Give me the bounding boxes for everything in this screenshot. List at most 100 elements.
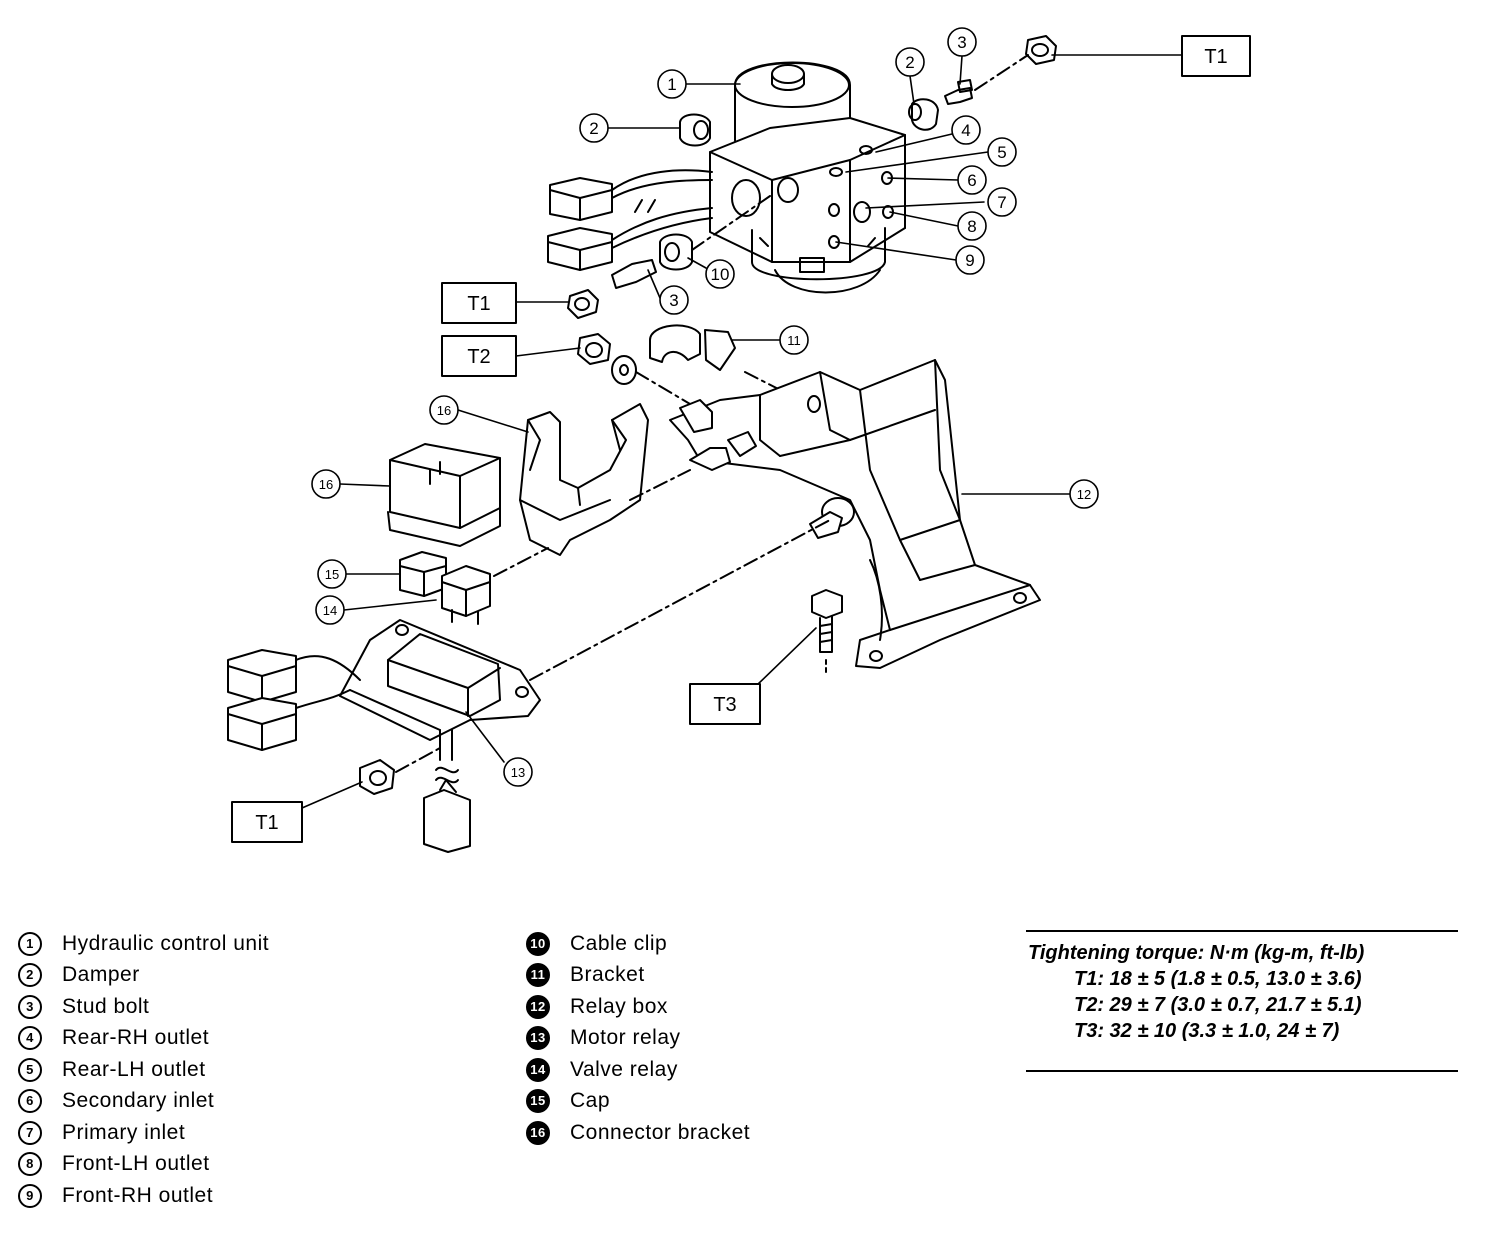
callout-1: 1 bbox=[657, 69, 687, 99]
stud-bracket-lower bbox=[809, 497, 855, 539]
legend-number: 13 bbox=[526, 1026, 550, 1051]
legend-number: 2 bbox=[18, 963, 42, 988]
nut-t1-bottom bbox=[359, 759, 395, 795]
svg-text:11: 11 bbox=[787, 333, 801, 348]
callout-2-top-right: 2 bbox=[895, 47, 925, 77]
callout-7: 7 bbox=[987, 187, 1017, 217]
torque-t3: T3: 32 ± 10 (3.3 ± 1.0, 24 ± 7) bbox=[1074, 1020, 1340, 1042]
legend-number: 10 bbox=[526, 931, 550, 956]
callout-8: 8 bbox=[957, 211, 987, 241]
svg-text:7: 7 bbox=[997, 193, 1006, 212]
legend-label: Secondary inlet bbox=[62, 1089, 215, 1113]
hydraulic-control-unit bbox=[709, 61, 906, 294]
callout-3-top: 3 bbox=[947, 27, 977, 57]
legend-number: 3 bbox=[18, 994, 42, 1019]
torque-title: Tightening torque: N·m (kg-m, ft-lb) bbox=[1028, 942, 1365, 964]
callout-5: 5 bbox=[987, 137, 1017, 167]
relay-box-connectors bbox=[227, 649, 361, 751]
legend-item: 13 Motor relay bbox=[526, 1023, 750, 1055]
washer bbox=[611, 355, 637, 385]
torque-tag-t1-middle: T1 bbox=[441, 282, 517, 324]
nut-t1-middle bbox=[567, 289, 599, 319]
legend-label: Cable clip bbox=[570, 931, 668, 955]
legend-number: 16 bbox=[526, 1120, 550, 1145]
svg-text:2: 2 bbox=[905, 53, 914, 72]
svg-text:12: 12 bbox=[1077, 487, 1091, 502]
callout-3-middle: 3 bbox=[659, 285, 689, 315]
legend-item: 11 Bracket bbox=[526, 960, 750, 992]
svg-text:3: 3 bbox=[669, 291, 678, 310]
callout-15: 16 bbox=[311, 469, 341, 499]
legend-number: 9 bbox=[18, 1183, 42, 1208]
svg-text:3: 3 bbox=[957, 33, 966, 52]
svg-text:10: 10 bbox=[711, 265, 730, 284]
bracket bbox=[669, 359, 1041, 669]
legend-number: 1 bbox=[18, 931, 42, 956]
legend-label: Relay box bbox=[570, 994, 668, 1018]
svg-text:6: 6 bbox=[967, 171, 976, 190]
legend-number: 5 bbox=[18, 1057, 42, 1082]
svg-text:5: 5 bbox=[997, 143, 1006, 162]
legend-label: Bracket bbox=[570, 963, 645, 987]
svg-text:2: 2 bbox=[589, 119, 598, 138]
legend-number: 4 bbox=[18, 1026, 42, 1051]
legend-label: Rear-LH outlet bbox=[62, 1057, 206, 1081]
svg-text:9: 9 bbox=[965, 251, 974, 270]
callout-13: 14 bbox=[315, 595, 345, 625]
connector-bracket bbox=[519, 403, 649, 556]
callout-10: 11 bbox=[779, 325, 809, 355]
torque-tag-t1-top: T1 bbox=[1181, 35, 1251, 77]
callout-9: 9 bbox=[955, 245, 985, 275]
callout-markers: 1 2 2 3 3 4 5 6 7 8 9 10 11 12 13 14 15 … bbox=[311, 27, 1099, 787]
svg-text:4: 4 bbox=[961, 121, 970, 140]
tightening-torque-box: Tightening torque: N·m (kg-m, ft-lb) T1:… bbox=[1026, 930, 1458, 1072]
valve-relay bbox=[399, 551, 447, 597]
torque-t2: T2: 29 ± 7 (3.0 ± 0.7, 21.7 ± 5.1) bbox=[1074, 994, 1362, 1016]
svg-text:14: 14 bbox=[323, 603, 337, 618]
exploded-parts-diagram: 1 2 2 3 3 4 5 6 7 8 9 10 11 12 13 14 15 … bbox=[227, 27, 1251, 853]
nut-top-right bbox=[1025, 35, 1057, 65]
legend-number: 12 bbox=[526, 994, 550, 1019]
callout-14: 15 bbox=[317, 559, 347, 589]
legend-number: 11 bbox=[526, 963, 550, 988]
cable-clip bbox=[649, 324, 736, 371]
legend-item: 5 Rear-LH outlet bbox=[18, 1054, 269, 1086]
legend-right-column: 10 Cable clip 11 Bracket 12 Relay box 13 Mot… bbox=[526, 928, 750, 1149]
legend-label: Motor relay bbox=[570, 1026, 681, 1050]
hcu-connectors bbox=[547, 169, 713, 271]
nut-t2 bbox=[577, 333, 611, 365]
harness-connector bbox=[423, 779, 471, 853]
stud-bracket-upper bbox=[679, 399, 757, 471]
legend-number: 14 bbox=[526, 1057, 550, 1082]
callout-6: 6 bbox=[957, 165, 987, 195]
callout-16: 16 bbox=[429, 395, 459, 425]
stud-bolt-top bbox=[944, 79, 973, 105]
bolt-t3 bbox=[811, 589, 843, 653]
damper-top-left bbox=[679, 113, 711, 147]
legend-label: Primary inlet bbox=[62, 1120, 186, 1144]
callout-2-top-left: 2 bbox=[579, 113, 609, 143]
legend-item: 10 Cable clip bbox=[526, 928, 750, 960]
svg-text:8: 8 bbox=[967, 217, 976, 236]
legend-item: 8 Front-LH outlet bbox=[18, 1149, 269, 1181]
svg-text:T1: T1 bbox=[255, 812, 278, 834]
legend-label: Front-LH outlet bbox=[62, 1152, 210, 1176]
stud-bolt-middle bbox=[611, 259, 657, 289]
cap bbox=[387, 443, 501, 547]
svg-text:15: 15 bbox=[325, 567, 339, 582]
svg-text:13: 13 bbox=[511, 765, 525, 780]
callout-2-middle: 10 bbox=[705, 259, 735, 289]
torque-tag-t2: T2 bbox=[441, 335, 517, 377]
legend-label: Connector bracket bbox=[570, 1120, 751, 1144]
legend-item: 1 Hydraulic control unit bbox=[18, 928, 269, 960]
leader-lines bbox=[301, 54, 1183, 809]
motor-relay bbox=[441, 565, 491, 625]
legend-number: 8 bbox=[18, 1152, 42, 1177]
legend-label: Hydraulic control unit bbox=[62, 931, 270, 955]
